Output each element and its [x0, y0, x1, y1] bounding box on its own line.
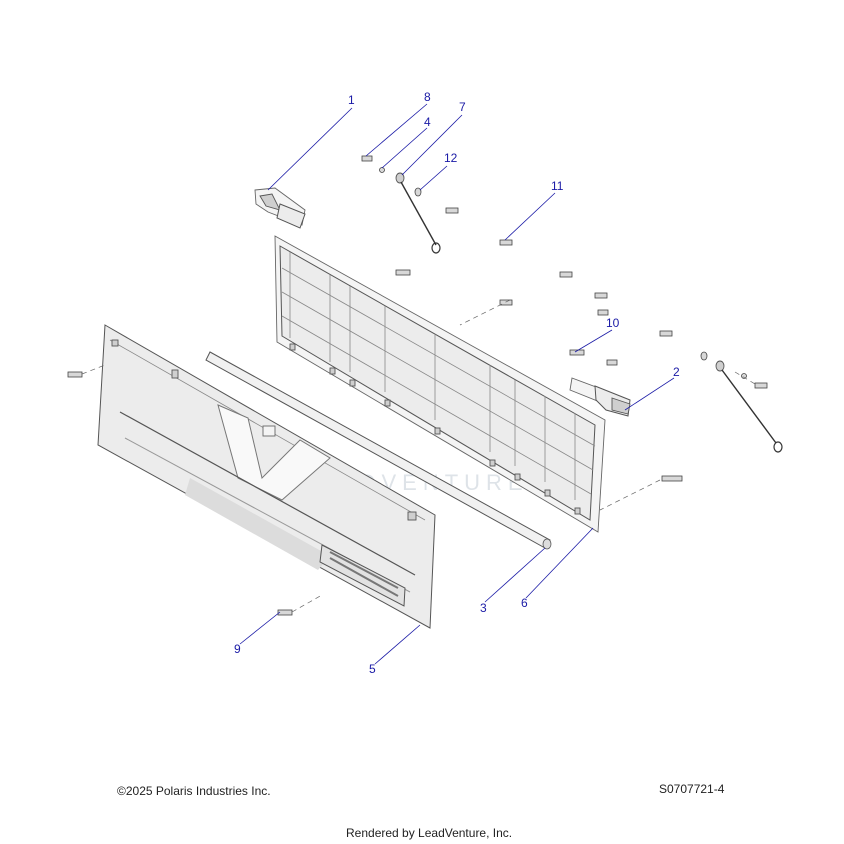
tailgate-inner-frame	[274, 235, 606, 533]
part-code: S0707721-4	[659, 782, 725, 796]
callout-2: 2	[673, 365, 680, 379]
extension-lines	[81, 299, 756, 613]
leader-lines	[239, 103, 675, 665]
callout-5: 5	[369, 662, 376, 676]
callout-labels: 1 8 4 7 12 11 10 2 3 6 9 5	[234, 90, 680, 676]
callout-1: 1	[348, 93, 355, 107]
rendered-by-text: Rendered by LeadVenture, Inc.	[346, 826, 513, 840]
callout-4: 4	[424, 115, 431, 129]
hardware-bolts	[67, 155, 768, 616]
cable-left	[395, 172, 441, 254]
copyright-text: ©2025 Polaris Industries Inc.	[117, 784, 271, 798]
callout-10: 10	[606, 316, 620, 330]
callout-12: 12	[444, 151, 458, 165]
exploded-parts-diagram: LEADVENTURE	[67, 90, 783, 676]
callout-7: 7	[459, 100, 466, 114]
callout-8: 8	[424, 90, 431, 104]
brand-badge	[319, 544, 406, 607]
cable-right	[715, 360, 783, 453]
callout-3: 3	[480, 601, 487, 615]
latch-left	[254, 187, 306, 229]
callout-9: 9	[234, 642, 241, 656]
callout-11: 11	[551, 179, 564, 193]
tailgate-outer-panel	[97, 324, 436, 629]
callout-6: 6	[521, 596, 528, 610]
